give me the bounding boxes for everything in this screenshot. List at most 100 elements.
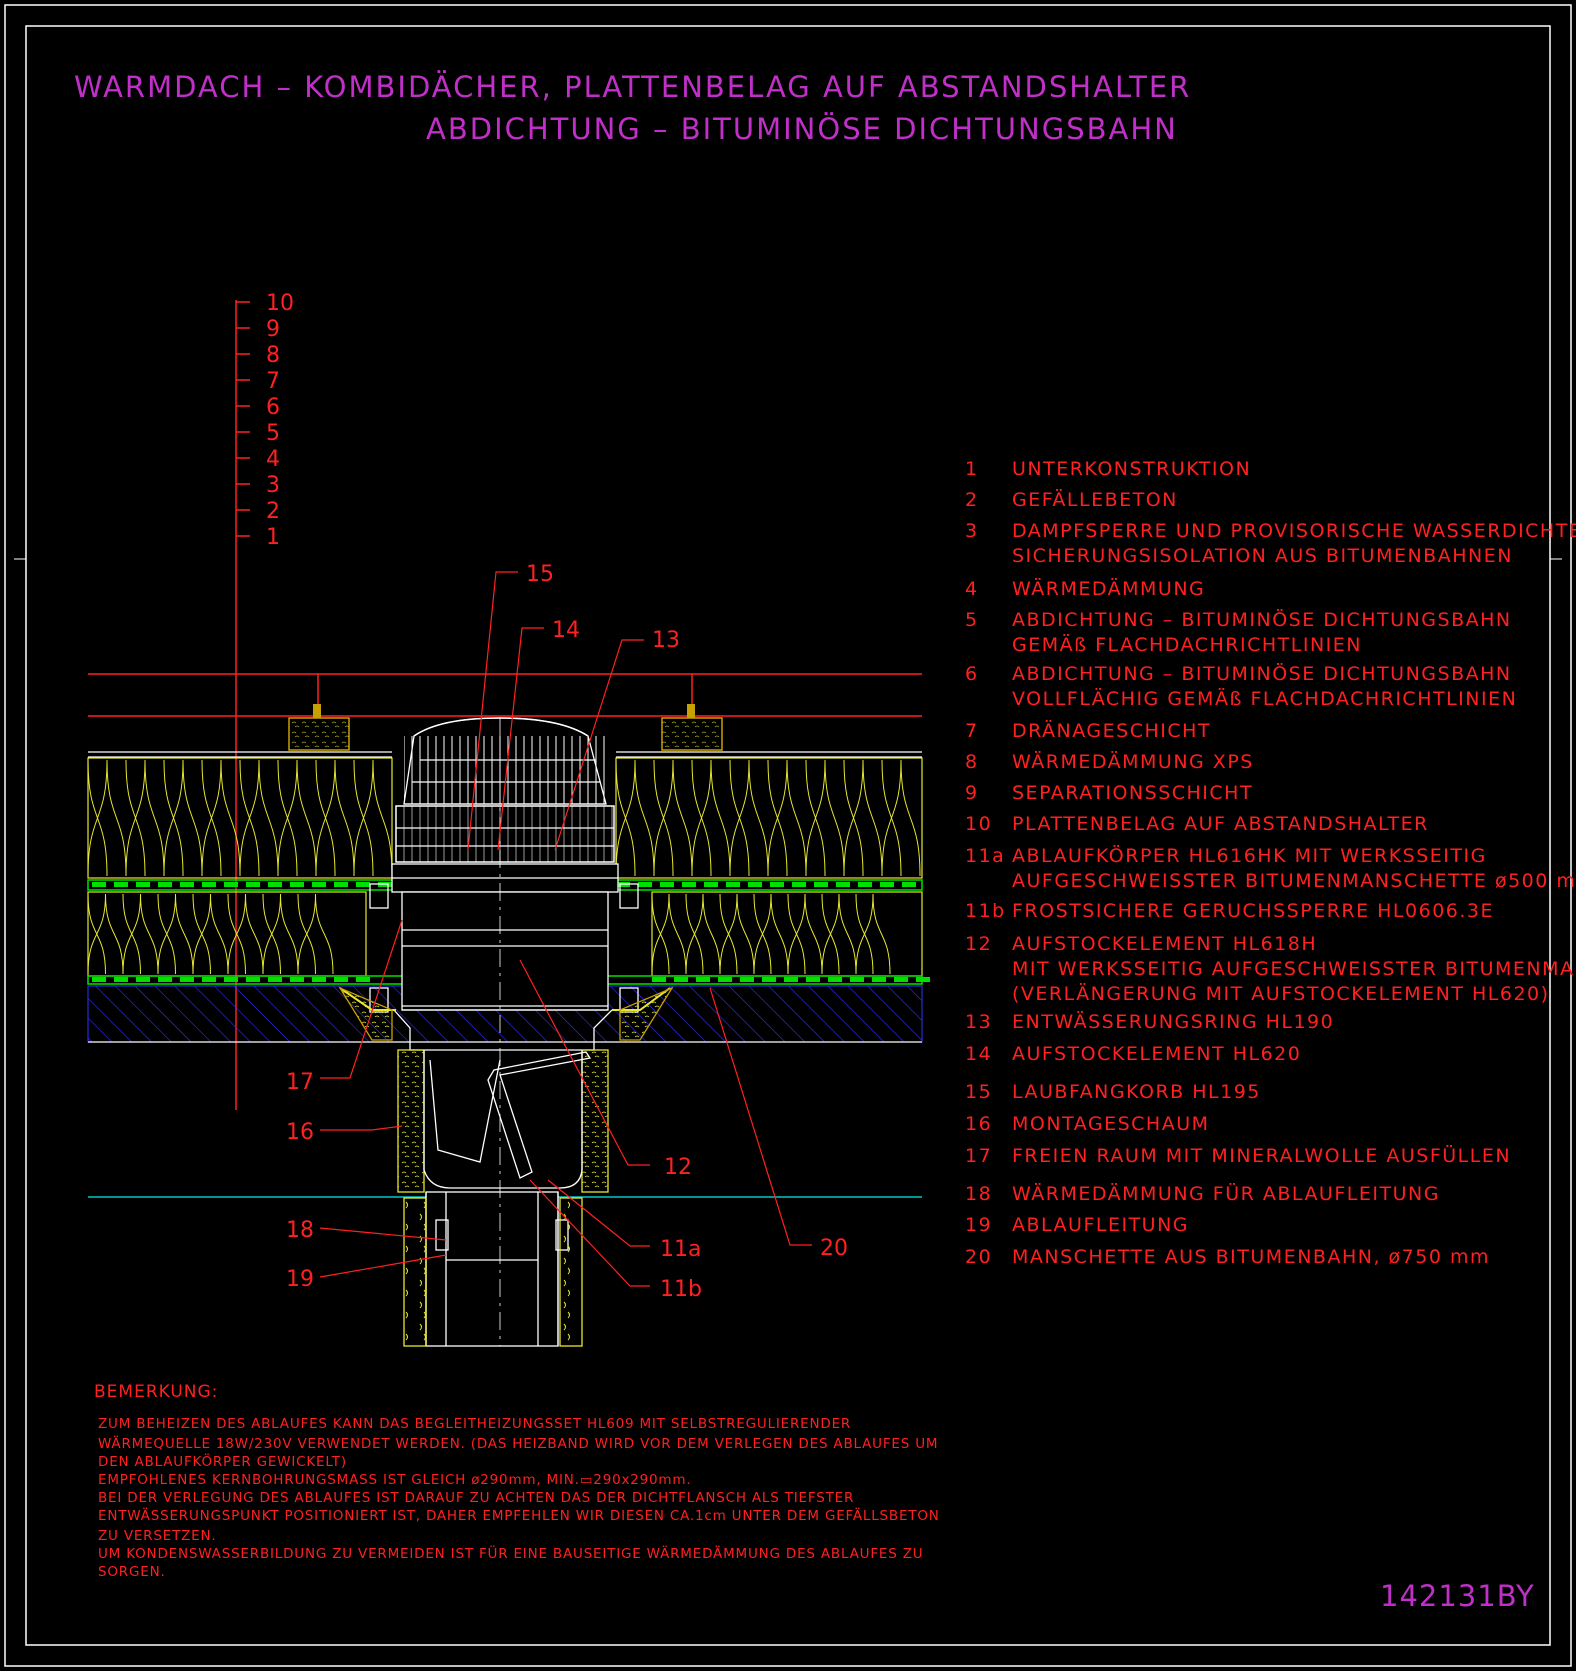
- legend-number: 5: [965, 609, 979, 631]
- legend-text: VOLLFLÄCHIG GEMÄß FLACHDACHRICHTLINIEN: [1012, 687, 1517, 710]
- layer-scale-label: 6: [266, 395, 280, 420]
- callout-leaders: [319, 571, 812, 1287]
- legend-number: 12: [965, 933, 992, 955]
- legend-number: 2: [965, 489, 979, 511]
- layer-scale-label: 5: [266, 421, 280, 446]
- legend-number: 9: [965, 782, 979, 804]
- xps-insulation-right: [615, 757, 923, 879]
- legend-number: 11a: [965, 845, 1005, 867]
- legend-text: WÄRMEDÄMMUNG XPS: [1012, 750, 1254, 773]
- legend-number: 11b: [965, 900, 1006, 922]
- remark-line: BEI DER VERLEGUNG DES ABLAUFES IST DARAU…: [98, 1490, 854, 1506]
- legend-text: DRÄNAGESCHICHT: [1012, 719, 1211, 742]
- legend-text: FREIEN RAUM MIT MINERALWOLLE AUSFÜLLEN: [1012, 1144, 1511, 1167]
- pipe-insulation-left: [403, 1197, 427, 1347]
- legend-text: SEPARATIONSSCHICHT: [1012, 782, 1253, 804]
- callout-11a: 11a: [660, 1237, 701, 1262]
- callout-15: 15: [526, 562, 554, 587]
- legend-number: 10: [965, 813, 992, 835]
- legend-text: ENTWÄSSERUNGSRING HL190: [1012, 1010, 1334, 1033]
- legend-text: ABLAUFLEITUNG: [1012, 1214, 1189, 1236]
- legend-item: 20 MANSCHETTE AUS BITUMENBAHN, ø750 mm: [965, 1246, 1490, 1268]
- remark-line: WÄRMEQUELLE 18W/230V VERWENDET WERDEN. (…: [98, 1434, 938, 1452]
- legend-item: 5 ABDICHTUNG – BITUMINÖSE DICHTUNGSBAHNGE…: [965, 608, 1512, 656]
- legend-number: 8: [965, 751, 979, 773]
- remark-line: UM KONDENSWASSERBILDUNG ZU VERMEIDEN IST…: [98, 1544, 923, 1562]
- remark-line: ZUM BEHEIZEN DES ABLAUFES KANN DAS BEGLE…: [98, 1416, 851, 1432]
- pipe-insulation-right: [559, 1197, 583, 1347]
- callout-17: 17: [286, 1070, 314, 1095]
- title-line-1: WARMDACH – KOMBIDÄCHER, PLATTENBELAG AUF…: [74, 70, 1191, 104]
- callout-20: 20: [820, 1236, 848, 1261]
- legend-text: GEFÄLLEBETON: [1012, 488, 1178, 511]
- legend-item: 9 SEPARATIONSSCHICHT: [965, 782, 1253, 804]
- inner-frame: [25, 25, 1551, 1646]
- drawing-number: 142131BY: [1380, 1579, 1535, 1613]
- legend-number: 15: [965, 1081, 992, 1103]
- xps-insulation-left: [87, 757, 393, 879]
- callout-12: 12: [664, 1155, 692, 1180]
- layer-scale-label: 3: [266, 473, 280, 498]
- legend-text: WÄRMEDÄMMUNG FÜR ABLAUFLEITUNG: [1012, 1182, 1440, 1205]
- legend-text: AUFSTOCKELEMENT HL618H: [1012, 933, 1317, 955]
- layer-scale-label: 1: [266, 525, 280, 550]
- legend-text: MANSCHETTE AUS BITUMENBAHN, ø750 mm: [1012, 1246, 1490, 1268]
- callout-14: 14: [552, 618, 580, 643]
- legend-item: 7 DRÄNAGESCHICHT: [965, 719, 1211, 742]
- legend-text: ABLAUFKÖRPER HL616HK MIT WERKSSEITIG: [1012, 844, 1487, 867]
- layer-scale-label: 4: [266, 447, 280, 472]
- legend-item: 6 ABDICHTUNG – BITUMINÖSE DICHTUNGSBAHNVO…: [965, 662, 1517, 710]
- legend-item: 19 ABLAUFLEITUNG: [965, 1214, 1189, 1236]
- legend-text: UNTERKONSTRUKTION: [1012, 458, 1251, 480]
- legend-number: 13: [965, 1011, 992, 1033]
- legend-text: AUFSTOCKELEMENT HL620: [1012, 1043, 1301, 1065]
- legend-number: 19: [965, 1214, 992, 1236]
- legend-text: DAMPFSPERRE UND PROVISORISCHE WASSERDICH…: [1012, 520, 1576, 542]
- roof-drain: [338, 717, 674, 1347]
- legend-number: 17: [965, 1145, 992, 1167]
- legend-item: 16 MONTAGESCHAUM: [965, 1113, 1210, 1135]
- remark-text: ZUM BEHEIZEN DES ABLAUFES KANN DAS BEGLE…: [98, 1416, 940, 1580]
- layer-scale-label: 9: [266, 317, 280, 342]
- legend-text: PLATTENBELAG AUF ABSTANDSHALTER: [1012, 813, 1429, 835]
- legend-item: 10 PLATTENBELAG AUF ABSTANDSHALTER: [965, 813, 1429, 835]
- remark-line: DEN ABLAUFKÖRPER GEWICKELT): [98, 1452, 347, 1470]
- legend-item: 17 FREIEN RAUM MIT MINERALWOLLE AUSFÜLLEN: [965, 1144, 1511, 1167]
- legend-number: 20: [965, 1246, 992, 1268]
- legend-number: 6: [965, 663, 979, 685]
- remark-line: SORGEN.: [98, 1564, 166, 1580]
- legend-item: 12 AUFSTOCKELEMENT HL618H MIT WERKSSEITIG …: [965, 933, 1576, 1005]
- callout-19: 19: [286, 1267, 314, 1292]
- legend-text: LAUBFANGKORB HL195: [1012, 1081, 1261, 1103]
- callout-18: 18: [286, 1218, 314, 1243]
- legend-text: FROSTSICHERE GERUCHSSPERRE HL0606.3E: [1012, 900, 1494, 922]
- outer-frame: [4, 4, 1572, 1667]
- legend-text: MIT WERKSSEITIG AUFGESCHWEISSTER BITUMEN…: [1012, 958, 1576, 980]
- legend-number: 7: [965, 720, 979, 742]
- remark-line: ENTWÄSSERUNGSPUNKT POSITIONIERT IST, DAH…: [98, 1506, 940, 1524]
- legend-item: 4 WÄRMEDÄMMUNG: [965, 577, 1205, 600]
- layer-scale-label: 10: [266, 291, 294, 316]
- legend-item: 11b FROSTSICHERE GERUCHSSPERRE HL0606.3E: [965, 900, 1494, 922]
- legend-text: WÄRMEDÄMMUNG: [1012, 577, 1205, 600]
- legend-text: ABDICHTUNG – BITUMINÖSE DICHTUNGSBAHN: [1012, 662, 1512, 685]
- callout-11b: 11b: [660, 1277, 702, 1302]
- legend-text: ABDICHTUNG – BITUMINÖSE DICHTUNGSBAHN: [1012, 608, 1512, 631]
- legend-item: 15 LAUBFANGKORB HL195: [965, 1081, 1261, 1103]
- legend-number: 16: [965, 1113, 992, 1135]
- remark-heading: BEMERKUNG:: [94, 1382, 218, 1402]
- legend-text: MONTAGESCHAUM: [1012, 1113, 1210, 1135]
- layer-scale-label: 8: [266, 343, 280, 368]
- legend-item: 8 WÄRMEDÄMMUNG XPS: [965, 750, 1254, 773]
- legend-text: AUFGESCHWEISSTER BITUMENMANSCHETTE ø500 …: [1012, 870, 1576, 892]
- legend-text: GEMÄß FLACHDACHRICHTLINIEN: [1012, 633, 1362, 656]
- legend-text: SICHERUNGSISOLATION AUS BITUMENBAHNEN: [1012, 545, 1513, 567]
- layer-scale-label: 2: [266, 499, 280, 524]
- legend-number: 4: [965, 578, 979, 600]
- title-line-2: ABDICHTUNG – BITUMINÖSE DICHTUNGSBAHN: [426, 112, 1178, 146]
